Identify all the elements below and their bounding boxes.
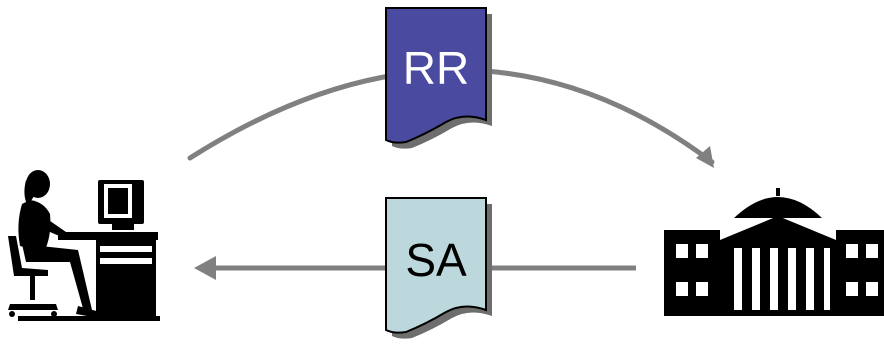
rr-document: RR bbox=[385, 7, 492, 149]
sa-document-body bbox=[385, 197, 487, 334]
rr-document-label: RR bbox=[403, 42, 469, 94]
request-arrowhead bbox=[696, 146, 714, 168]
person-at-computer-icon bbox=[8, 170, 160, 321]
rr-document-body bbox=[385, 7, 487, 144]
sa-document: SA bbox=[385, 197, 492, 339]
sa-document-label: SA bbox=[405, 234, 467, 286]
response-arrowhead bbox=[194, 256, 216, 280]
university-building-icon bbox=[664, 188, 884, 316]
